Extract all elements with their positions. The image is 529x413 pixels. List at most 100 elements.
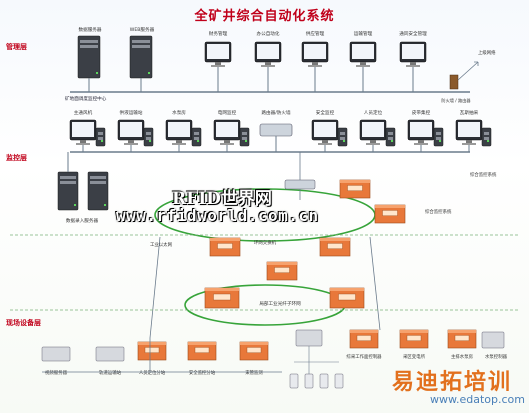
side-label: 综合监控系统 xyxy=(425,208,452,215)
box-panel xyxy=(327,243,343,249)
ring-switch-icon xyxy=(339,179,371,199)
monitor-base xyxy=(261,65,275,67)
monitor-screen xyxy=(410,122,432,137)
field-device-label: 综采工作面控制器 xyxy=(346,353,382,360)
brand-name: 易迪拓培训 xyxy=(392,370,513,395)
firewall-label: 防火墙 / 路由器 xyxy=(441,97,471,104)
box-top xyxy=(205,288,239,291)
sensor-icon xyxy=(319,373,329,389)
tower-bay xyxy=(436,137,441,140)
monitoring-station-label: 瓦斯抽采 xyxy=(460,109,479,116)
management-terminal-icon xyxy=(399,41,427,67)
tower-bay xyxy=(388,132,393,135)
field-server-icon xyxy=(95,346,125,362)
field-uplink-line xyxy=(149,236,161,339)
box-top xyxy=(340,180,370,183)
monitor-base xyxy=(318,143,332,145)
field-uplink-line xyxy=(369,236,381,331)
box-top xyxy=(320,238,350,241)
arrow-icon xyxy=(474,61,479,66)
backup-server-label: 数据录入服务器 xyxy=(66,217,99,224)
tower-bay xyxy=(146,132,151,135)
tower-led xyxy=(149,140,151,142)
field-controller-icon xyxy=(295,329,323,347)
backup-server-icon xyxy=(87,171,109,211)
management-terminal-label: 供应管理 xyxy=(306,30,325,37)
sensor-icon xyxy=(334,373,344,389)
monitor-base xyxy=(366,143,380,145)
monitoring-station-pc-icon xyxy=(191,127,202,147)
diagram-title: 全矿井综合自动化系统 xyxy=(194,9,335,24)
monitoring-station-pc-icon xyxy=(143,127,154,147)
brand-url: www.edatop.com xyxy=(430,393,525,406)
field-substation-icon xyxy=(399,329,429,349)
tower-bay xyxy=(194,137,199,140)
management-terminal-icon xyxy=(254,41,282,67)
web-server-icon xyxy=(129,35,153,79)
monitoring-station-monitor-icon xyxy=(311,119,339,145)
layer-monitoring-label: 监控层 xyxy=(6,154,27,162)
management-server-label: 数据服务器 xyxy=(79,26,102,33)
tower-led xyxy=(148,72,150,74)
box-top xyxy=(375,205,405,208)
side-label: 综合监控系统 xyxy=(470,171,497,178)
monitor-base xyxy=(414,143,428,145)
box-panel xyxy=(144,347,160,353)
management-terminal-icon xyxy=(204,41,232,67)
monitoring-station-label: 供液运输站 xyxy=(120,109,143,116)
field-device-label: 视频服务器 xyxy=(45,369,68,376)
box-panel xyxy=(406,335,422,341)
box-panel xyxy=(338,293,356,301)
monitor-base xyxy=(308,65,322,67)
monitor-neck xyxy=(322,140,328,143)
tower-bay xyxy=(484,137,489,140)
core-switch-icon xyxy=(259,123,293,137)
monitor-neck xyxy=(360,62,366,65)
ring-switch-icon xyxy=(374,204,406,224)
tower-bay xyxy=(80,45,98,48)
tower-bay xyxy=(340,132,345,135)
tower-bay xyxy=(60,181,76,184)
management-terminal-label: 办公自动化 xyxy=(257,30,280,37)
management-terminal-icon xyxy=(349,41,377,67)
box-top xyxy=(240,342,268,345)
dispatch-center-label: 矿地面调度监控中心 xyxy=(65,95,107,102)
monitor-neck xyxy=(418,140,424,143)
box-panel xyxy=(356,335,372,341)
field-device-label: 安全监控分站 xyxy=(189,369,216,376)
ring-switch-icon xyxy=(209,237,241,257)
tower-led xyxy=(104,204,106,206)
monitoring-station-pc-icon xyxy=(95,127,106,147)
tower-bay xyxy=(388,137,393,140)
monitor-screen xyxy=(314,122,336,137)
watermark-title: RFID世界网 xyxy=(172,189,272,209)
box-top xyxy=(448,330,476,333)
box-panel xyxy=(194,347,210,353)
monitoring-station-label: 主通风机 xyxy=(74,109,93,116)
monitoring-station-pc-icon xyxy=(239,127,250,147)
monitor-screen xyxy=(257,44,279,59)
tower-bay xyxy=(242,137,247,140)
box-top xyxy=(188,342,216,345)
tower-bay xyxy=(484,132,489,135)
monitor-neck xyxy=(176,140,182,143)
monitor-neck xyxy=(80,140,86,143)
tower-led xyxy=(101,140,103,142)
monitoring-station-monitor-icon xyxy=(117,119,145,145)
sensor-icon xyxy=(304,373,314,389)
monitoring-station-label: 安全监控 xyxy=(316,109,335,116)
monitor-base xyxy=(211,65,225,67)
monitor-neck xyxy=(312,62,318,65)
tower-bay xyxy=(98,137,103,140)
tower-led xyxy=(197,140,199,142)
management-terminal-label: 运输管理 xyxy=(354,30,373,37)
monitor-base xyxy=(76,143,90,145)
box-panel xyxy=(217,243,233,249)
field-device-label: 束管监测 xyxy=(245,369,263,376)
tower-bay xyxy=(90,181,106,184)
monitoring-station-label: 人员定位 xyxy=(364,109,383,116)
tower-bay xyxy=(194,132,199,135)
monitor-screen xyxy=(458,122,480,137)
box-top xyxy=(350,330,378,333)
